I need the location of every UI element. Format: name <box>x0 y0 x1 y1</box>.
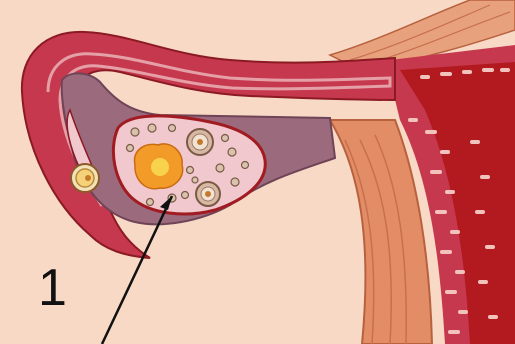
callout-label: 1 <box>38 262 67 314</box>
corpus-luteum <box>135 144 183 189</box>
follicle <box>187 129 213 155</box>
ovum <box>71 164 99 192</box>
follicle <box>196 182 220 206</box>
